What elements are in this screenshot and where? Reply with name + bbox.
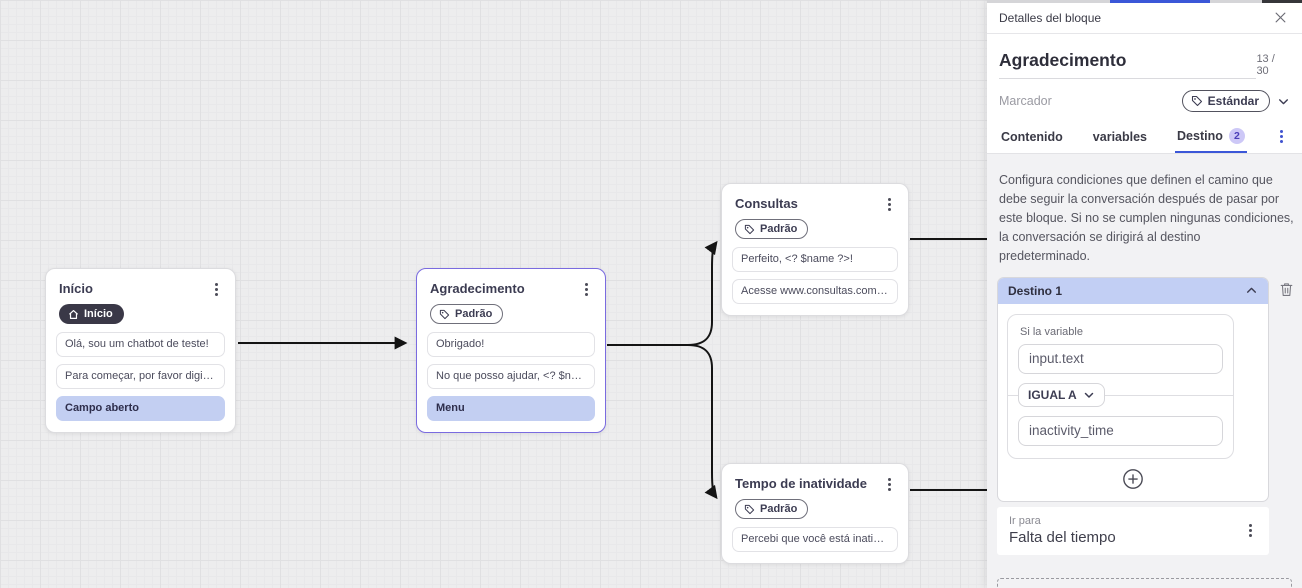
variable-input[interactable] — [1018, 343, 1223, 374]
char-counter: 13 / 30 — [1256, 53, 1275, 77]
message-row[interactable]: No que posso ajudar, <? $name ... — [427, 363, 595, 389]
badge-label: Padrão — [760, 223, 798, 235]
standard-badge: Padrão — [735, 499, 809, 519]
tab-bar: Contenido variables Destino 2 — [987, 112, 1302, 154]
details-panel: Detalles del bloque Agradecimento 13 / 3… — [987, 0, 1302, 588]
tab-label: Destino — [1177, 129, 1223, 143]
tag-icon — [439, 309, 450, 319]
plus-circle-icon — [1123, 468, 1143, 489]
node-tempo-inatividade[interactable]: Tempo de inatividade Padrão Percebi que … — [721, 463, 909, 564]
tag-icon — [744, 224, 755, 234]
tab-destino[interactable]: Destino 2 — [1175, 126, 1247, 153]
marker-label: Marcador — [999, 94, 1052, 108]
chevron-down-icon — [1084, 392, 1093, 398]
destination-title: Destino 1 — [1008, 283, 1063, 298]
node-consultas[interactable]: Consultas Padrão Perfeito, <? $name ?>! … — [721, 183, 909, 316]
panel-title: Detalles del bloque — [999, 10, 1102, 25]
message-row[interactable]: Olá, sou um chatbot de teste! — [56, 331, 225, 357]
message-row-open-field[interactable]: Campo aberto — [56, 395, 225, 421]
kebab-menu-icon[interactable] — [579, 281, 593, 297]
message-row[interactable]: Obrigado! — [427, 331, 595, 357]
goto-kebab-icon[interactable] — [1243, 522, 1257, 538]
message-row-menu[interactable]: Menu — [427, 395, 595, 421]
badge-label: Padrão — [760, 503, 798, 515]
delete-destination-icon[interactable] — [1279, 281, 1294, 298]
condition-card: Si la variable IGUAL A — [1007, 313, 1234, 459]
marker-type-pill[interactable]: Estándar — [1181, 90, 1270, 112]
block-name-field[interactable]: Agradecimento — [999, 50, 1257, 79]
message-row[interactable]: Acesse www.consultas.com par... — [732, 278, 898, 304]
operator-select[interactable]: IGUAL A — [1018, 382, 1105, 407]
add-condition-button[interactable] — [998, 459, 1268, 501]
kebab-menu-icon[interactable] — [882, 196, 896, 212]
top-strip — [987, 0, 1302, 3]
node-title: Tempo de inatividade — [735, 476, 867, 491]
badge-label: Início — [84, 308, 113, 320]
kebab-menu-icon[interactable] — [882, 476, 896, 492]
goto-card[interactable]: Ir para Falta del tiempo — [997, 506, 1269, 555]
operator-value: IGUAL A — [1028, 387, 1077, 402]
message-row[interactable]: Para começar, por favor digite o ... — [56, 363, 225, 389]
kebab-menu-icon[interactable] — [209, 281, 223, 297]
top-strip-accent — [1110, 0, 1210, 3]
node-title: Agradecimento — [430, 281, 525, 296]
start-badge: Início — [59, 304, 124, 324]
chevron-up-icon[interactable] — [1245, 284, 1258, 297]
standard-badge: Padrão — [430, 304, 504, 324]
tab-label: Contenido — [1001, 129, 1063, 144]
goto-label: Ir para — [1009, 514, 1041, 527]
destination-card: Destino 1 Si la variable IGUAL A — [997, 276, 1269, 502]
marker-type-select[interactable]: Estándar — [1181, 90, 1290, 112]
marker-value: Estándar — [1207, 94, 1259, 108]
variable-label: Si la variable — [1020, 325, 1083, 338]
tab-count-badge: 2 — [1228, 128, 1245, 144]
badge-label: Padrão — [455, 308, 493, 320]
destination-header[interactable]: Destino 1 — [998, 277, 1268, 304]
chevron-down-icon[interactable] — [1277, 95, 1290, 108]
destination-description: Configura condiciones que definen el cam… — [999, 172, 1294, 263]
goto-value: Falta del tiempo — [1009, 528, 1116, 546]
node-agradecimento[interactable]: Agradecimento Padrão Obrigado! No que po… — [416, 268, 606, 433]
add-destination-button[interactable]: Agregar destino — [997, 577, 1292, 588]
close-icon[interactable] — [1273, 10, 1288, 25]
panel-kebab-icon[interactable] — [1274, 129, 1288, 145]
top-strip-dark — [1262, 0, 1302, 3]
tab-variables[interactable]: variables — [1091, 128, 1149, 153]
standard-badge: Padrão — [735, 219, 809, 239]
node-inicio[interactable]: Início Início Olá, sou um chatbot de tes… — [45, 268, 236, 433]
message-row[interactable]: Perfeito, <? $name ?>! — [732, 246, 898, 272]
tab-label: variables — [1092, 129, 1148, 144]
tag-icon — [1191, 95, 1202, 107]
message-row[interactable]: Percebi que você está inativo. C... — [732, 526, 898, 552]
home-icon — [68, 309, 79, 319]
tab-contenido[interactable]: Contenido — [999, 128, 1065, 153]
node-title: Início — [59, 281, 93, 296]
value-input[interactable] — [1018, 415, 1223, 446]
tag-icon — [744, 504, 755, 514]
node-title: Consultas — [735, 196, 798, 211]
